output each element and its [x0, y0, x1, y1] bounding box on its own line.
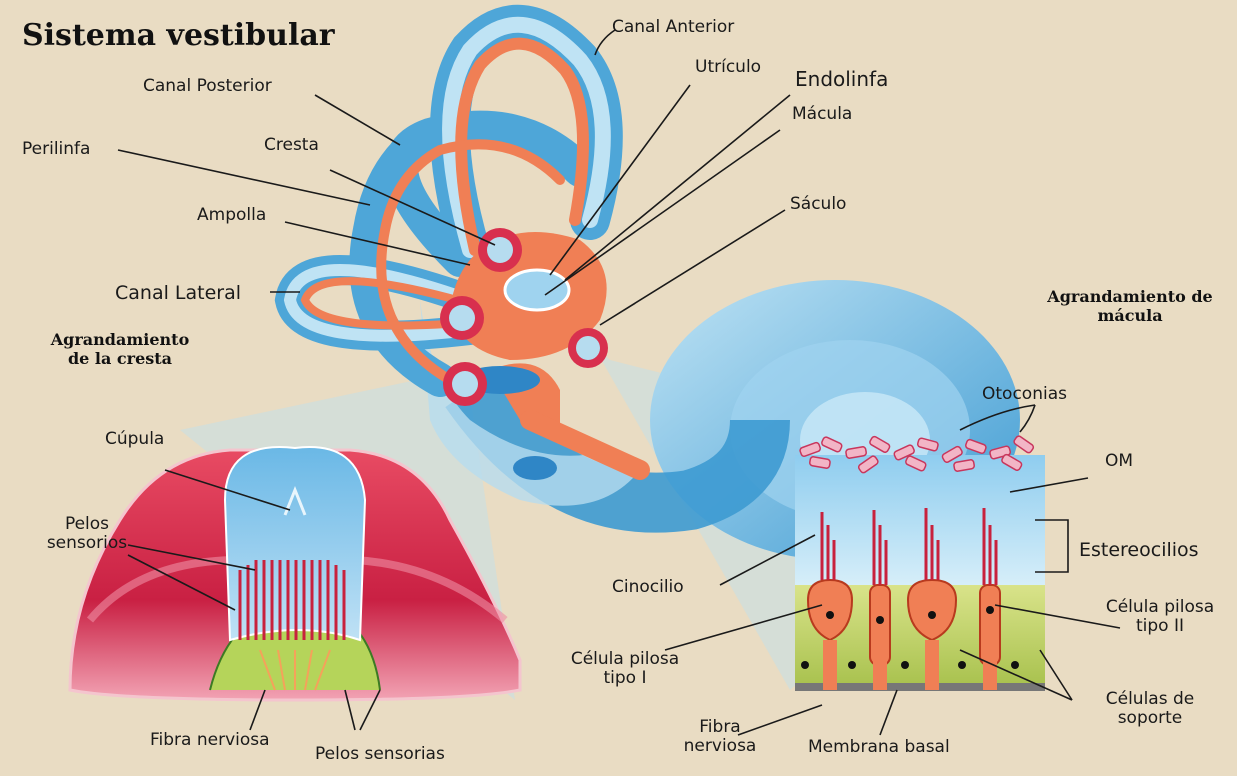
label-saculo: Sáculo: [790, 195, 846, 214]
pelos-sensorios-line1: Pelos: [42, 515, 132, 534]
celula-tipo1-line2: tipo I: [565, 669, 685, 688]
celula-tipo2-line2: tipo II: [1090, 617, 1230, 636]
label-perilinfa: Perilinfa: [22, 140, 90, 159]
label-canal-lateral: Canal Lateral: [115, 283, 241, 304]
agrand-macula-line2: mácula: [1030, 306, 1230, 325]
label-canal-anterior: Canal Anterior: [612, 18, 734, 37]
label-fibra-nerviosa-macula: Fibra nerviosa: [675, 718, 765, 755]
label-pelos-sensorios: Pelos sensorios: [42, 515, 132, 552]
label-membrana-basal: Membrana basal: [808, 738, 950, 757]
agrand-macula-line1: Agrandamiento de: [1030, 287, 1230, 306]
label-ampolla: Ampolla: [197, 206, 266, 225]
label-estereocilios: Estereocilios: [1079, 540, 1199, 561]
label-canal-posterior: Canal Posterior: [143, 77, 272, 96]
diagram-title: Sistema vestibular: [22, 18, 335, 53]
label-pelos-sensorias: Pelos sensorias: [315, 745, 445, 764]
label-celulas-soporte: Células de soporte: [1085, 690, 1215, 727]
label-agrandamiento-macula: Agrandamiento de mácula: [1030, 287, 1230, 325]
macula-enlargement: [795, 435, 1045, 691]
label-macula: Mácula: [792, 105, 852, 124]
celula-tipo1-line1: Célula pilosa: [565, 650, 685, 669]
label-celula-tipo1: Célula pilosa tipo I: [565, 650, 685, 687]
label-cupula: Cúpula: [105, 430, 164, 449]
label-cinocilio: Cinocilio: [612, 578, 684, 597]
label-utriculo: Utrículo: [695, 58, 761, 77]
pelos-sensorios-line2: sensorios: [42, 534, 132, 553]
label-om: OM: [1105, 452, 1133, 471]
celulas-soporte-line2: soporte: [1085, 709, 1215, 728]
label-endolinfa: Endolinfa: [795, 68, 888, 90]
fibra-nerviosa-r-line1: Fibra: [675, 718, 765, 737]
fibra-nerviosa-r-line2: nerviosa: [675, 737, 765, 756]
label-cresta: Cresta: [264, 136, 319, 155]
label-celula-tipo2: Célula pilosa tipo II: [1090, 598, 1230, 635]
label-otoconias: Otoconias: [982, 385, 1067, 404]
label-agrandamiento-cresta: Agrandamiento de la cresta: [30, 330, 210, 368]
agrand-cresta-line1: Agrandamiento: [30, 330, 210, 349]
celula-tipo2-line1: Célula pilosa: [1090, 598, 1230, 617]
label-fibra-nerviosa-cresta: Fibra nerviosa: [150, 731, 270, 750]
agrand-cresta-line2: de la cresta: [30, 349, 210, 368]
celulas-soporte-line1: Células de: [1085, 690, 1215, 709]
